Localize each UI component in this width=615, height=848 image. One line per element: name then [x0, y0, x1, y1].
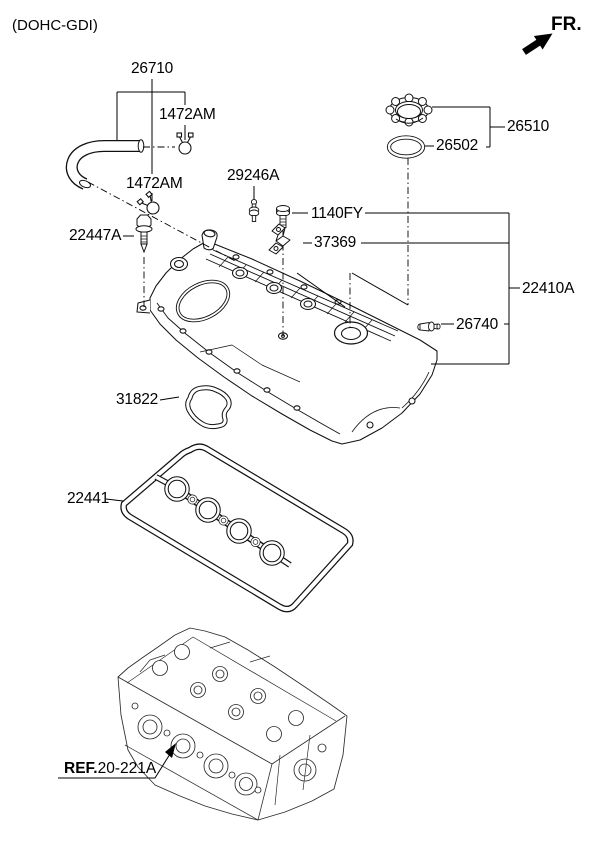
fr-arrow-icon [522, 33, 553, 55]
rocker-cover-drawing [136, 229, 438, 445]
callout-cylinder-head-ref: REF.20-221A [64, 760, 156, 778]
ref-arrowhead-icon [165, 743, 176, 758]
breather-hose-drawing [65, 139, 145, 190]
callout-wiring-bracket: 37369 [314, 234, 357, 251]
chamber-cover-gasket-drawing [185, 385, 232, 430]
bracket-bolt-icon [276, 205, 290, 228]
callout-rocker-cover: 22410A [522, 280, 575, 297]
ref-prefix: REF. [64, 760, 98, 777]
hose-clamp-lower-icon [136, 190, 160, 215]
callout-hose-clamp-lower: 1472AM [126, 175, 183, 192]
callout-filler-cap-gasket: 26502 [436, 137, 479, 154]
filler-cap-gasket-drawing [386, 135, 426, 159]
ref-number: 20-221A [97, 760, 157, 777]
callout-bracket-bolt: 1140FY [311, 205, 363, 222]
stud-bolt-icon [248, 198, 260, 222]
cylinder-head-drawing [117, 627, 348, 821]
callout-chamber-cover-gasket: 31822 [116, 391, 159, 408]
callout-stud-bolt: 29246A [227, 167, 280, 184]
callout-cover-bolt: 22447A [69, 227, 122, 244]
hose-clamp-upper-icon [176, 132, 194, 155]
callout-pcv-valve: 26740 [456, 316, 499, 333]
rocker-cover-gasket-drawing [120, 443, 354, 613]
fr-direction-label: FR. [551, 14, 582, 35]
callout-breather-hose: 26710 [131, 60, 174, 77]
leader-lines [58, 79, 520, 779]
page-title: (DOHC-GDI) [12, 17, 98, 34]
oil-filler-cap-drawing [385, 93, 433, 127]
callout-oil-filler-cap: 26510 [507, 118, 550, 135]
center-lines [87, 146, 409, 336]
wiring-bracket-icon [268, 223, 291, 255]
callout-hose-clamp-upper: 1472AM [159, 106, 216, 123]
callout-rocker-cover-gasket: 22441 [67, 490, 110, 507]
pcv-valve-icon [417, 321, 441, 332]
cover-bolt-icon [135, 214, 153, 254]
